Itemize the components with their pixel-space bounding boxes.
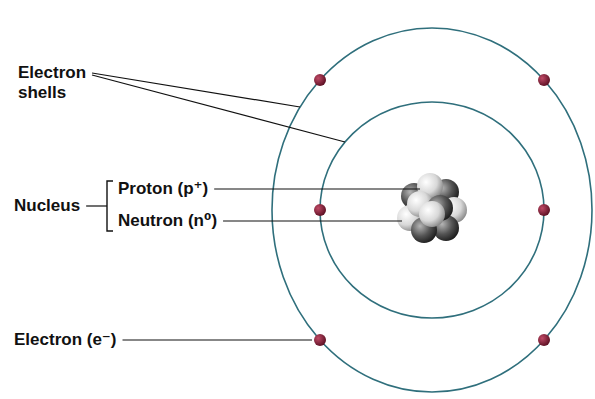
electron-dot — [538, 334, 550, 346]
proton-sphere — [419, 201, 445, 227]
inner-shell — [320, 102, 544, 318]
electron-dot — [314, 74, 326, 86]
part-label: Nucleus — [14, 196, 80, 216]
part-label: Electron (e⁻) — [14, 330, 117, 350]
nucleus-bracket — [107, 181, 113, 231]
leader-line — [92, 73, 300, 107]
electron-dot — [314, 334, 326, 346]
electron-dot — [314, 204, 326, 216]
leader-line — [123, 339, 313, 340]
electron-dot — [538, 74, 550, 86]
electron-dot — [538, 204, 550, 216]
part-label: Electron shells — [18, 63, 102, 103]
leader-line — [214, 188, 420, 189]
part-label: Neutron (n⁰) — [118, 211, 217, 231]
part-label: Proton (p⁺) — [118, 179, 208, 199]
outer-shell — [272, 28, 592, 392]
leader-line — [223, 220, 402, 221]
electrons — [314, 74, 550, 346]
nucleus-cluster — [397, 173, 467, 243]
leader-line — [86, 205, 107, 206]
leader-line — [92, 75, 345, 142]
